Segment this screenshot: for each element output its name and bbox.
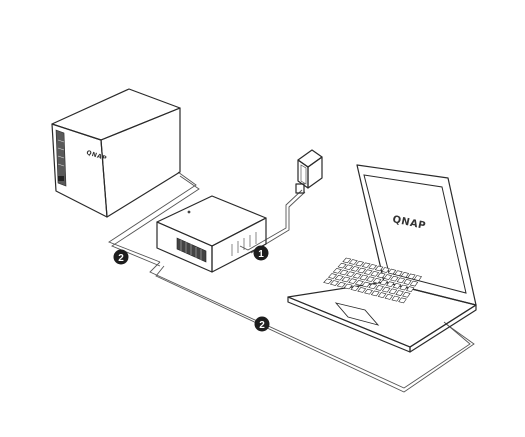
nas-brand-logo: QNAP <box>85 149 107 162</box>
keyboard-key <box>365 276 375 282</box>
step-badge-2-bottom: 2 <box>254 316 270 332</box>
keyboard-key <box>374 265 384 272</box>
keyboard-key <box>355 260 365 267</box>
laptop-keyboard <box>323 257 422 304</box>
keyboard-key <box>323 278 333 285</box>
nas-usb-port <box>58 176 64 181</box>
laptop-trackpad <box>334 302 380 326</box>
keyboard-key <box>363 269 373 275</box>
nas-front-panel <box>55 129 67 187</box>
nas-device: QNAP <box>51 88 181 218</box>
keyboard-key <box>368 264 378 270</box>
keyboard-key <box>350 266 360 272</box>
keyboard-key <box>337 262 347 269</box>
cable-switch-to-laptop <box>149 261 475 393</box>
keyboard-key <box>370 270 380 277</box>
keyboard-key <box>344 264 354 271</box>
keyboard-key <box>407 273 416 280</box>
keyboard-key <box>391 295 400 302</box>
keyboard-key <box>342 257 352 264</box>
keyboard-key <box>361 262 371 268</box>
keyboard-key <box>339 269 349 276</box>
keyboard-key <box>352 273 362 279</box>
keyboard-key <box>384 293 394 300</box>
switch-port-bank <box>176 237 207 263</box>
keyboard-key <box>348 278 358 284</box>
keyboard-key <box>376 272 386 279</box>
keyboard-key <box>357 267 367 274</box>
keyboard-key <box>388 288 398 295</box>
keyboard-key <box>329 280 340 286</box>
keyboard-key <box>357 287 367 293</box>
keyboard-key <box>394 270 403 277</box>
keyboard-key <box>346 271 356 277</box>
keyboard-key <box>364 288 373 295</box>
svg-text:1: 1 <box>258 249 264 260</box>
keyboard-key <box>327 273 338 279</box>
adapter-plug <box>295 183 305 194</box>
keyboard-key <box>381 267 390 273</box>
network-switch <box>156 195 267 273</box>
keyboard-key <box>403 279 412 285</box>
keyboard-key <box>398 297 407 304</box>
cable-nas-to-switch <box>108 171 200 267</box>
keyboard-key <box>375 285 384 291</box>
step-badge-2-left: 2 <box>113 249 129 265</box>
keyboard-key <box>334 274 344 281</box>
keyboard-key <box>381 286 391 293</box>
cable-adapter-to-switch <box>239 189 306 254</box>
keyboard-key <box>392 282 402 289</box>
keyboard-key <box>343 283 353 290</box>
keyboard-key <box>377 292 387 299</box>
keyboard-key <box>332 268 342 274</box>
laptop: QNAP <box>287 164 477 353</box>
svg-text:2: 2 <box>259 320 265 331</box>
keyboard-key <box>387 268 397 275</box>
keyboard-key <box>370 290 380 297</box>
keyboard-key <box>372 277 382 284</box>
keyboard-key <box>385 281 395 288</box>
keyboard-key <box>350 285 360 292</box>
keyboard-key <box>409 280 419 287</box>
keyboard-key <box>399 284 408 291</box>
keyboard-key <box>395 290 404 296</box>
keyboard-key <box>402 291 411 298</box>
keyboard-key <box>396 277 406 284</box>
keyboard-key <box>368 283 378 290</box>
switch-indicator <box>187 210 191 214</box>
svg-text:2: 2 <box>118 253 124 264</box>
keyboard-key <box>354 280 364 286</box>
keyboard-key <box>361 281 371 288</box>
keyboard-key <box>336 281 346 288</box>
keyboard-key <box>400 271 410 278</box>
laptop-screen <box>363 174 467 294</box>
keyboard-key <box>379 279 389 286</box>
keyboard-key <box>359 274 369 281</box>
keyboard-key <box>413 275 422 281</box>
power-adapter <box>295 149 323 194</box>
keyboard-key <box>341 276 351 283</box>
keyboard-key <box>406 286 415 293</box>
keyboard-key <box>348 259 358 265</box>
step-badge-1: 1 <box>253 245 269 261</box>
keyboard-key <box>383 274 393 280</box>
keyboard-key <box>390 275 399 282</box>
